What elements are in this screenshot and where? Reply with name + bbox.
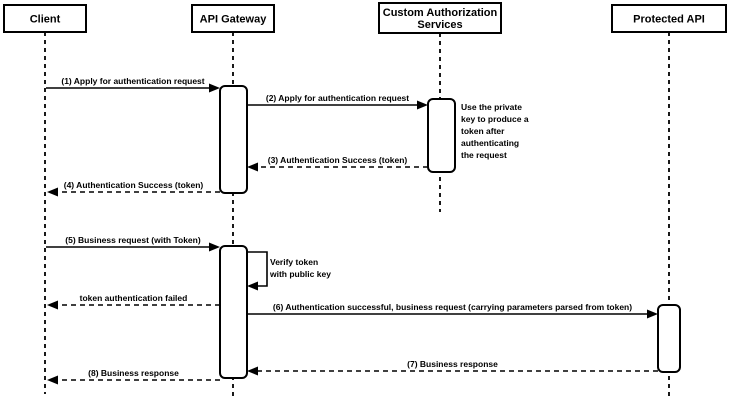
message-arrowhead-1 — [209, 83, 220, 93]
message-label-7: (6) Authentication successful, business … — [273, 302, 632, 312]
message-7: (6) Authentication successful, business … — [247, 302, 658, 319]
actor-label-custom-authorization-services-line: Services — [417, 19, 462, 31]
activation-bar-api-gateway-3 — [219, 245, 248, 379]
message-label-1: (1) Apply for authentication request — [61, 76, 204, 86]
note-text-line: token after — [461, 126, 505, 136]
message-label-9: (8) Business response — [88, 368, 179, 378]
self-message-label-line: with public key — [269, 269, 331, 279]
message-4: (4) Authentication Success (token) — [47, 180, 220, 197]
activation-bar-api-gateway-1 — [219, 85, 248, 194]
note-text-line: key to produce a — [461, 114, 529, 124]
message-arrowhead-7 — [647, 309, 658, 319]
actor-box-client — [3, 4, 87, 33]
note-text-line: the request — [461, 150, 507, 160]
activation-bar-protected-api-4 — [657, 304, 681, 373]
message-arrowhead-4 — [47, 187, 58, 197]
note-text-line: authenticating — [461, 138, 519, 148]
actor-box-custom-authorization-services — [378, 2, 502, 34]
message-arrowhead-8 — [247, 366, 258, 376]
actor-label-api-gateway-line: API Gateway — [200, 14, 268, 26]
message-arrowhead-5 — [209, 242, 220, 252]
note-text: Use the private key to produce a token aft… — [461, 102, 529, 160]
message-label-8: (7) Business response — [407, 359, 498, 369]
actor-box-api-gateway — [191, 4, 275, 33]
activation-bar-custom-authorization-services-2 — [427, 98, 456, 173]
message-label-2: (2) Apply for authentication request — [266, 93, 409, 103]
actor-label-protected-api-line: Protected API — [633, 14, 705, 26]
actor-label-client: Client — [30, 14, 61, 26]
message-2: (2) Apply for authentication request — [247, 93, 428, 110]
actor-label-api-gateway: API Gateway — [200, 14, 268, 26]
message-label-3: (3) Authentication Success (token) — [268, 155, 408, 165]
message-arrowhead-2 — [417, 100, 428, 110]
self-message-arrowhead — [247, 281, 258, 291]
message-1: (1) Apply for authentication request — [46, 76, 220, 93]
message-arrowhead-6 — [47, 300, 58, 310]
message-label-4: (4) Authentication Success (token) — [64, 180, 204, 190]
message-arrowhead-3 — [247, 162, 258, 172]
note-text-line: Use the private — [461, 102, 522, 112]
actor-label-custom-authorization-services-line: Custom Authorization — [383, 7, 498, 19]
message-8: (7) Business response — [247, 359, 658, 376]
self-message-label-line: Verify token — [270, 257, 318, 267]
self-message-label: Verify token with public key — [269, 257, 331, 279]
message-arrowhead-9 — [47, 375, 58, 385]
message-6: token authentication failed — [47, 293, 220, 310]
message-label-5: (5) Business request (with Token) — [65, 235, 201, 245]
message-label-6: token authentication failed — [80, 293, 188, 303]
actor-label-protected-api: Protected API — [633, 14, 705, 26]
actor-box-protected-api — [611, 4, 727, 33]
message-5: (5) Business request (with Token) — [46, 235, 220, 252]
message-3: (3) Authentication Success (token) — [247, 155, 428, 172]
actor-label-client-line: Client — [30, 14, 61, 26]
message-9: (8) Business response — [47, 368, 220, 385]
